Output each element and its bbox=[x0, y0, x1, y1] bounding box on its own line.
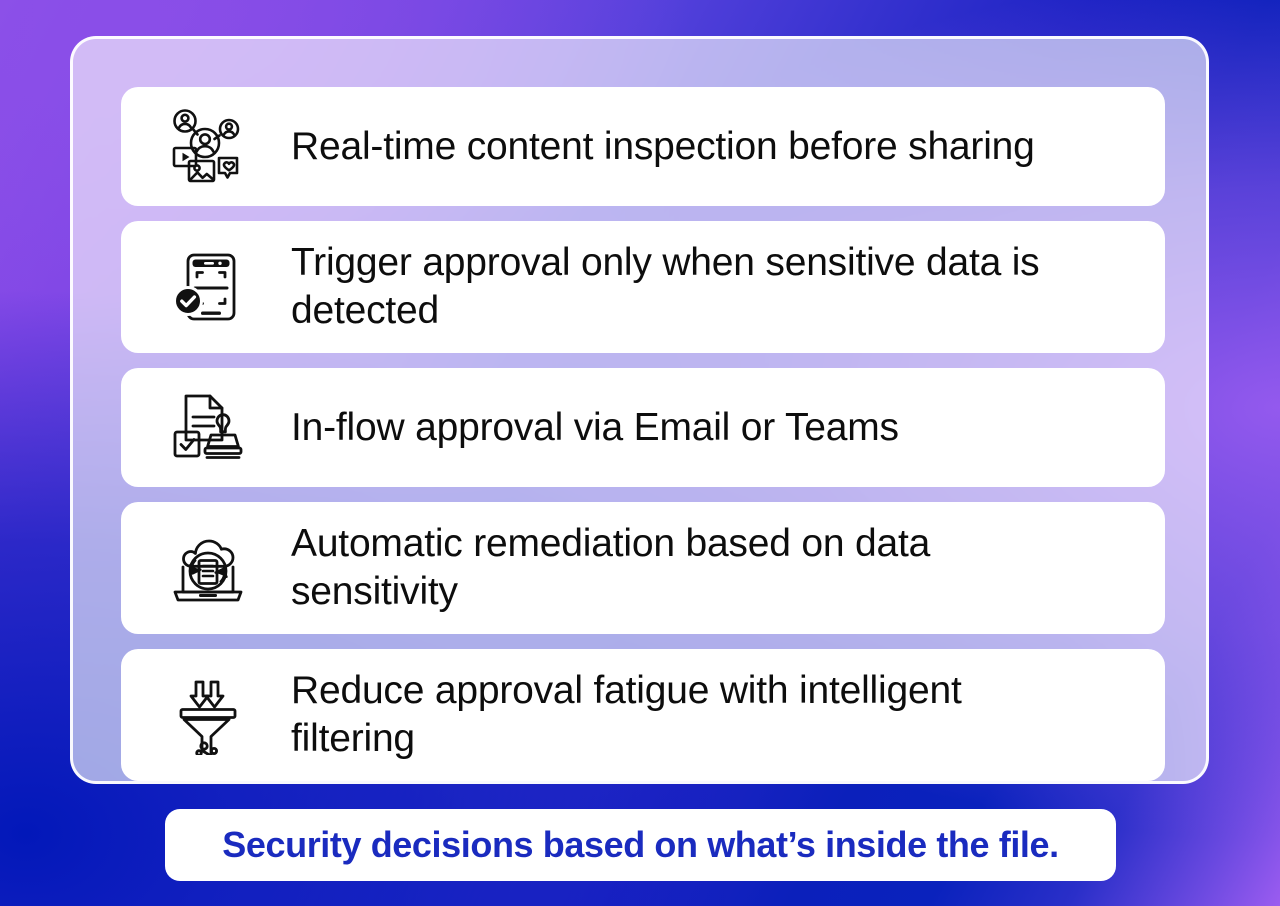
tagline-banner: Security decisions based on what’s insid… bbox=[165, 809, 1116, 881]
feature-card[interactable]: Real-time content inspection before shar… bbox=[121, 87, 1165, 206]
tagline-text: Security decisions based on what’s insid… bbox=[222, 824, 1059, 865]
social-network-users-media-icon bbox=[161, 100, 255, 194]
mobile-scan-verified-icon bbox=[161, 240, 255, 334]
feature-card-label: Reduce approval fatigue with intelligent… bbox=[291, 669, 962, 760]
feature-card[interactable]: Trigger approval only when sensitive dat… bbox=[121, 221, 1165, 353]
feature-card[interactable]: Automatic remediation based on data sens… bbox=[121, 502, 1165, 634]
feature-card-label: In-flow approval via Email or Teams bbox=[291, 405, 899, 449]
feature-card[interactable]: Reduce approval fatigue with intelligent… bbox=[121, 649, 1165, 781]
document-stamp-approval-icon bbox=[161, 381, 255, 475]
funnel-filter-arrows-icon bbox=[161, 668, 255, 762]
laptop-cloud-sync-document-icon bbox=[161, 521, 255, 615]
feature-card-label: Real-time content inspection before shar… bbox=[291, 124, 1035, 168]
feature-card-label: Trigger approval only when sensitive dat… bbox=[291, 241, 1040, 332]
feature-card[interactable]: In-flow approval via Email or Teams bbox=[121, 368, 1165, 487]
feature-card-label: Automatic remediation based on data sens… bbox=[291, 522, 931, 613]
feature-panel: Real-time content inspection before shar… bbox=[70, 36, 1209, 784]
feature-card-list: Real-time content inspection before shar… bbox=[121, 87, 1165, 781]
